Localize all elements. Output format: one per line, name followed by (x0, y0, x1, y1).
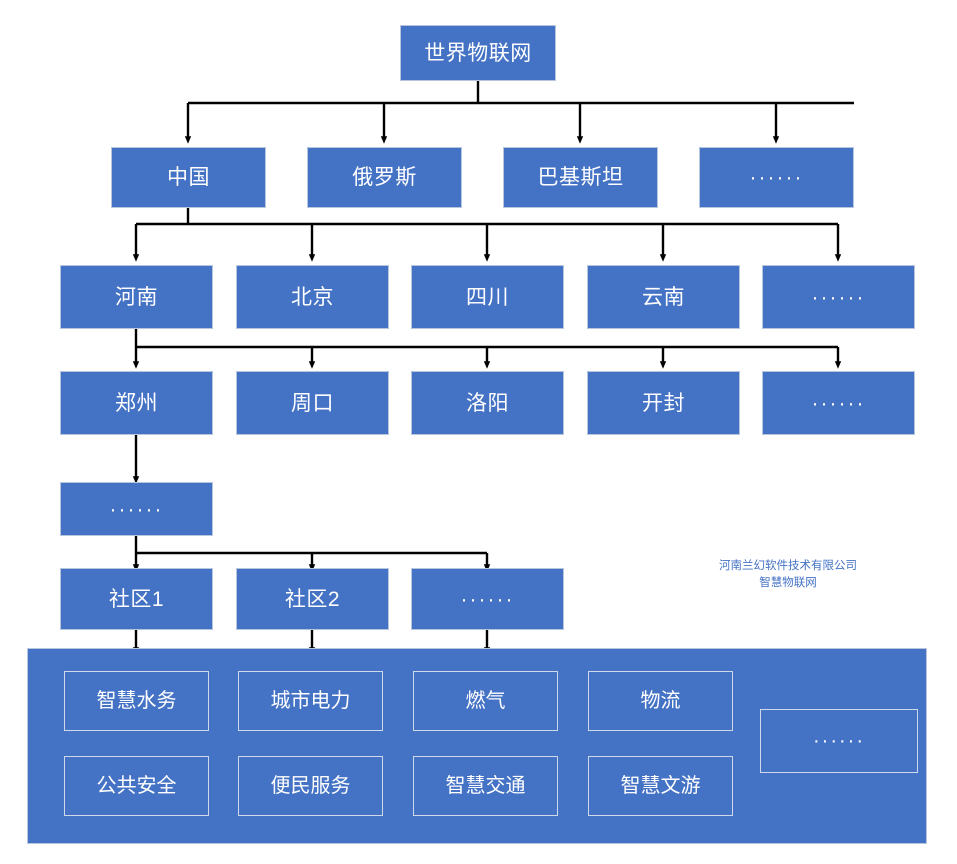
node-community-more[interactable]: ······ (411, 568, 564, 630)
service-city-power[interactable]: 城市电力 (238, 671, 383, 731)
service-label: 公共安全 (96, 775, 177, 797)
node-label: ······ (109, 497, 164, 521)
node-label: 云南 (642, 285, 685, 309)
service-label: 城市电力 (270, 690, 351, 712)
node-label: ······ (460, 587, 515, 611)
node-label: 社区1 (108, 587, 165, 611)
node-district-more[interactable]: ······ (60, 482, 213, 536)
service-smart-water[interactable]: 智慧水务 (64, 671, 209, 731)
node-label: 中国 (167, 166, 210, 189)
credit-line-1: 河南兰幻软件技术有限公司 (719, 560, 857, 572)
node-city-zhengzhou[interactable]: 郑州 (60, 371, 213, 435)
service-gas[interactable]: 燃气 (413, 671, 558, 731)
node-world-iot[interactable]: 世界物联网 (400, 25, 556, 81)
node-city-luoyang[interactable]: 洛阳 (411, 371, 564, 435)
node-city-more[interactable]: ······ (762, 371, 915, 435)
service-convenience[interactable]: 便民服务 (238, 756, 383, 816)
node-province-yunnan[interactable]: 云南 (587, 265, 740, 329)
node-label: 世界物联网 (424, 41, 532, 65)
node-label: 巴基斯坦 (537, 166, 624, 189)
node-label: 北京 (291, 285, 334, 309)
node-country-russia[interactable]: 俄罗斯 (307, 147, 462, 208)
node-province-henan[interactable]: 河南 (60, 265, 213, 329)
credit-line-2: 智慧物联网 (759, 576, 817, 589)
node-province-sichuan[interactable]: 四川 (411, 265, 564, 329)
node-label: 社区2 (284, 587, 341, 611)
node-city-kaifeng[interactable]: 开封 (587, 371, 740, 435)
node-label: 河南 (115, 285, 158, 309)
service-label: 智慧文游 (620, 775, 701, 797)
services-panel (27, 648, 927, 844)
service-label: 便民服务 (270, 775, 351, 797)
credit-text: 河南兰幻软件技术有限公司 智慧物联网 (703, 558, 873, 591)
node-community-1[interactable]: 社区1 (60, 568, 213, 630)
node-label: 周口 (291, 391, 334, 415)
node-label: ······ (811, 285, 866, 309)
node-label: 开封 (642, 391, 685, 415)
service-smart-transport[interactable]: 智慧交通 (413, 756, 558, 816)
service-label: 燃气 (465, 690, 506, 712)
node-country-china[interactable]: 中国 (111, 147, 266, 208)
node-label: 洛阳 (466, 391, 509, 415)
service-label: 智慧水务 (96, 690, 177, 712)
service-more[interactable]: ······ (760, 709, 918, 773)
node-country-pakistan[interactable]: 巴基斯坦 (503, 147, 658, 208)
node-province-beijing[interactable]: 北京 (236, 265, 389, 329)
service-logistics[interactable]: 物流 (588, 671, 733, 731)
node-label: ······ (749, 166, 804, 189)
service-smart-tourism[interactable]: 智慧文游 (588, 756, 733, 816)
node-label: 郑州 (115, 391, 158, 415)
node-label: 四川 (466, 285, 509, 309)
service-label: ······ (813, 730, 865, 752)
node-label: 俄罗斯 (352, 166, 417, 189)
node-country-more[interactable]: ······ (699, 147, 854, 208)
service-public-security[interactable]: 公共安全 (64, 756, 209, 816)
node-label: ······ (811, 391, 866, 415)
node-province-more[interactable]: ······ (762, 265, 915, 329)
service-label: 物流 (640, 690, 681, 712)
service-label: 智慧交通 (445, 775, 526, 797)
node-community-2[interactable]: 社区2 (236, 568, 389, 630)
node-city-zhoukou[interactable]: 周口 (236, 371, 389, 435)
